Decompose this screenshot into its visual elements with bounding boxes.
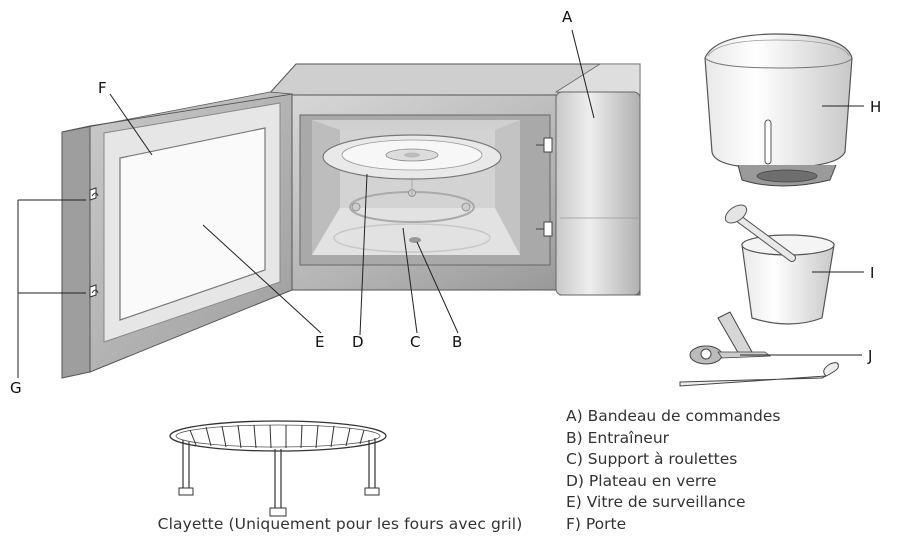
callout-d: D <box>352 333 364 351</box>
drive-coupler <box>409 237 421 243</box>
callout-g: G <box>10 379 22 397</box>
grill-rack <box>169 420 387 517</box>
measuring-spoon <box>724 204 796 262</box>
callout-b: B <box>452 333 462 351</box>
callout-j: J <box>867 347 872 365</box>
legend-item: B) Entraîneur <box>566 428 670 447</box>
control-panel <box>554 63 641 296</box>
measuring-cup <box>724 204 835 325</box>
legend-item: F) Porte <box>566 514 627 533</box>
leader-lines <box>17 29 864 378</box>
microwave-door <box>61 91 293 379</box>
bread-pan <box>704 33 853 187</box>
kneading-paddle <box>679 311 839 387</box>
callout-a: A <box>562 8 573 26</box>
callout-f: F <box>98 79 107 97</box>
latch-slots <box>536 137 553 237</box>
door-latch-hooks <box>89 187 99 298</box>
viewing-window <box>119 127 266 321</box>
glass-tray <box>322 134 502 180</box>
callout-e: E <box>315 333 324 351</box>
parts-legend: A) Bandeau de commandes B) Entraîneur C)… <box>566 406 780 535</box>
legend-item: D) Plateau en verre <box>566 471 717 490</box>
legend-item: C) Support à roulettes <box>566 450 738 468</box>
callout-c: C <box>410 333 420 351</box>
legend-item: E) Vitre de surveillance <box>566 493 746 511</box>
callout-h: H <box>870 98 881 116</box>
roller-ring <box>349 180 475 223</box>
microwave-oven <box>266 63 641 296</box>
legend-item: A) Bandeau de commandes <box>566 407 781 425</box>
rack-caption: Clayette (Uniquement pour les fours avec… <box>157 515 523 533</box>
callout-i: I <box>870 264 874 282</box>
